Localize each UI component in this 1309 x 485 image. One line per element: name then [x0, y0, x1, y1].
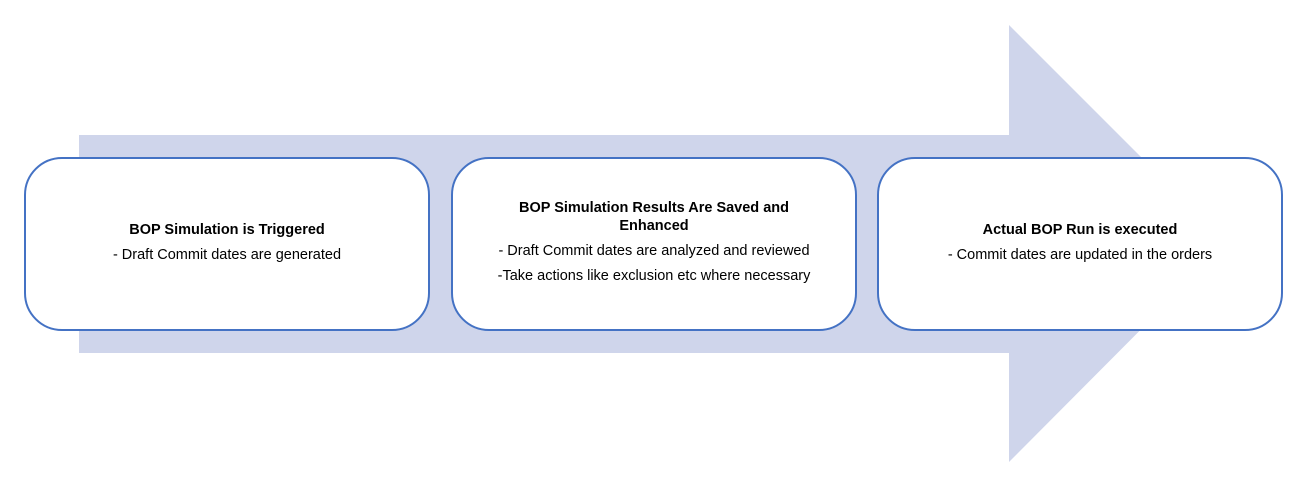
step-1-line-1: - Draft Commit dates are generated	[112, 246, 342, 263]
step-3-line-1: - Commit dates are updated in the orders	[947, 246, 1213, 263]
step-1-title: BOP Simulation is Triggered	[129, 221, 325, 238]
step-3-box: Actual BOP Run is executed - Commit date…	[877, 157, 1283, 331]
step-2-line-2: -Take actions like exclusion etc where n…	[497, 268, 811, 284]
step-2-line-1: - Draft Commit dates are analyzed and re…	[498, 243, 810, 259]
step-1-box: BOP Simulation is Triggered - Draft Comm…	[24, 157, 430, 331]
step-2-box: BOP Simulation Results Are Saved and Enh…	[451, 157, 857, 331]
step-3-title: Actual BOP Run is executed	[982, 221, 1178, 238]
step-2-title: BOP Simulation Results Are Saved and Enh…	[519, 200, 789, 234]
